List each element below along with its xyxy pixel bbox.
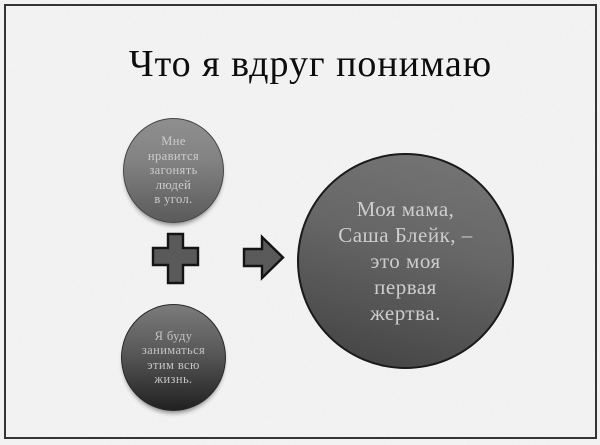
premise-circle-top: Мне нравится загонять людей в угол. xyxy=(123,118,224,223)
arrow-right-icon xyxy=(242,234,285,281)
circle-text-line: этим всю xyxy=(147,357,200,372)
circle-text-line: Саша Блейк, – xyxy=(338,222,473,247)
circle-text-line: Я буду xyxy=(154,328,193,343)
circle-text-line: Мне xyxy=(161,134,186,149)
circle-text-line: заниматься xyxy=(141,343,206,357)
premise-circle-bottom: Я буду заниматься этим всю жизнь. xyxy=(121,304,226,411)
circle-text-line: жертва. xyxy=(370,301,441,326)
slide-title: Что я вдруг понимаю xyxy=(128,43,493,85)
slide-border-frame: Что я вдруг понимаю Мне нравится загонят… xyxy=(4,4,597,439)
circle-text-line: Моя мама, xyxy=(356,196,455,221)
circle-text-line: людей xyxy=(155,177,192,192)
circle-text-line: это моя xyxy=(370,248,441,273)
conclusion-circle: Моя мама, Саша Блейк, – это моя первая ж… xyxy=(297,153,514,369)
plus-icon xyxy=(151,232,200,285)
circle-text-line: первая xyxy=(374,275,437,300)
circle-text-line: в угол. xyxy=(154,192,193,207)
circle-text-line: нравится xyxy=(147,148,200,163)
circle-text-line: жизнь. xyxy=(154,372,193,386)
circle-text-line: загонять xyxy=(149,163,198,178)
